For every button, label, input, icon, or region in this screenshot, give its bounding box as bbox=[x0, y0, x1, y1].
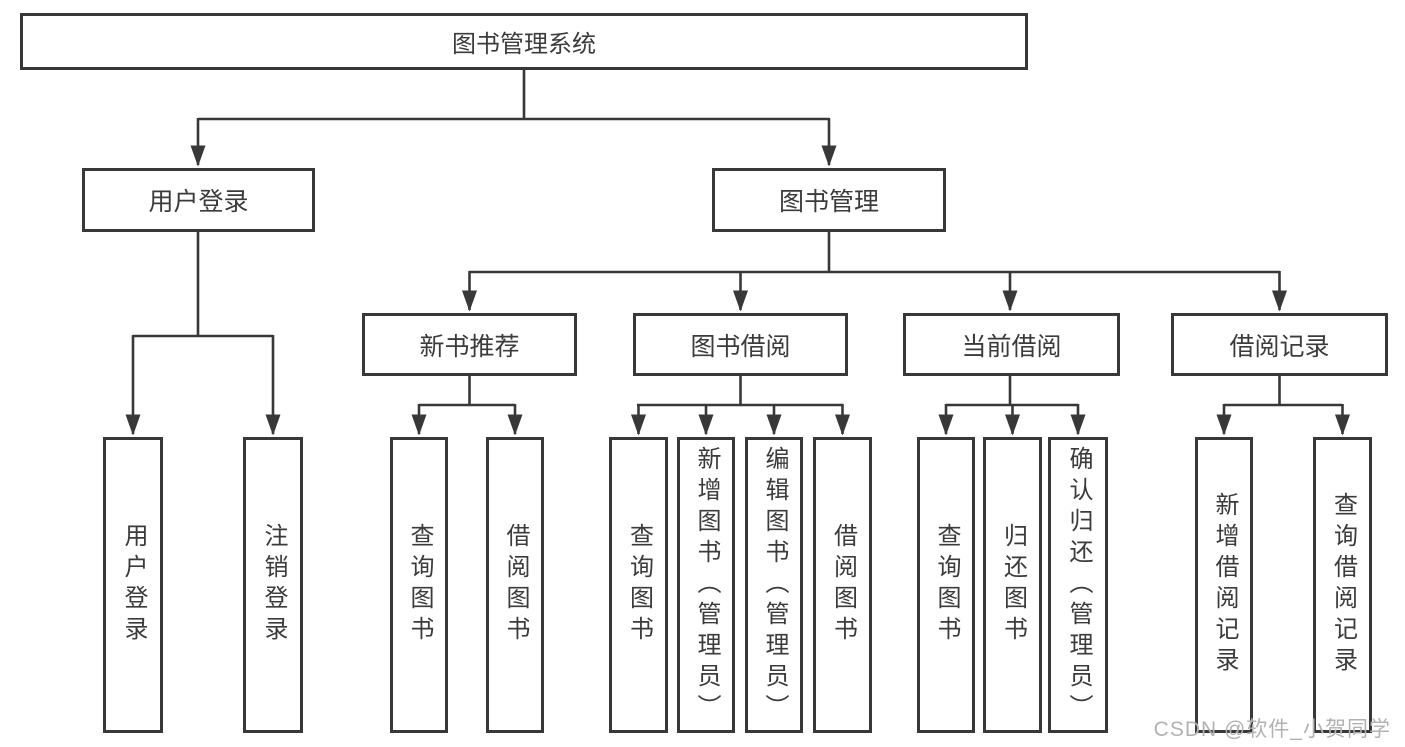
leaf-query-books-1: 查询图书 bbox=[390, 437, 448, 733]
leaf-query-books-3: 查询图书 bbox=[917, 437, 975, 733]
leaf-borrow-books-1: 借阅图书 bbox=[486, 437, 544, 733]
leaf-edit-books-admin: 编辑图书（管理员） bbox=[745, 437, 803, 733]
node-current-borrowing: 当前借阅 bbox=[903, 313, 1120, 376]
node-book-management: 图书管理 bbox=[712, 168, 946, 232]
node-root: 图书管理系统 bbox=[20, 13, 1028, 70]
leaf-user-login: 用户登录 bbox=[103, 437, 163, 733]
leaf-return-books: 归还图书 bbox=[983, 437, 1042, 733]
node-user-login: 用户登录 bbox=[82, 168, 315, 232]
csdn-watermark: CSDN @软件_小贺同学 bbox=[1153, 718, 1391, 741]
leaf-logout: 注销登录 bbox=[243, 437, 303, 733]
node-borrow-records: 借阅记录 bbox=[1171, 313, 1388, 376]
leaf-add-books-admin: 新增图书（管理员） bbox=[677, 437, 735, 733]
leaf-confirm-return-admin: 确认归还（管理员） bbox=[1048, 437, 1108, 733]
leaf-query-books-2: 查询图书 bbox=[609, 437, 668, 733]
leaf-query-borrow-record: 查询借阅记录 bbox=[1313, 437, 1372, 733]
leaf-borrow-books-2: 借阅图书 bbox=[813, 437, 872, 733]
node-book-borrowing: 图书借阅 bbox=[633, 313, 848, 376]
leaf-add-borrow-record: 新增借阅记录 bbox=[1195, 437, 1253, 733]
node-new-book-recommend: 新书推荐 bbox=[362, 313, 577, 376]
